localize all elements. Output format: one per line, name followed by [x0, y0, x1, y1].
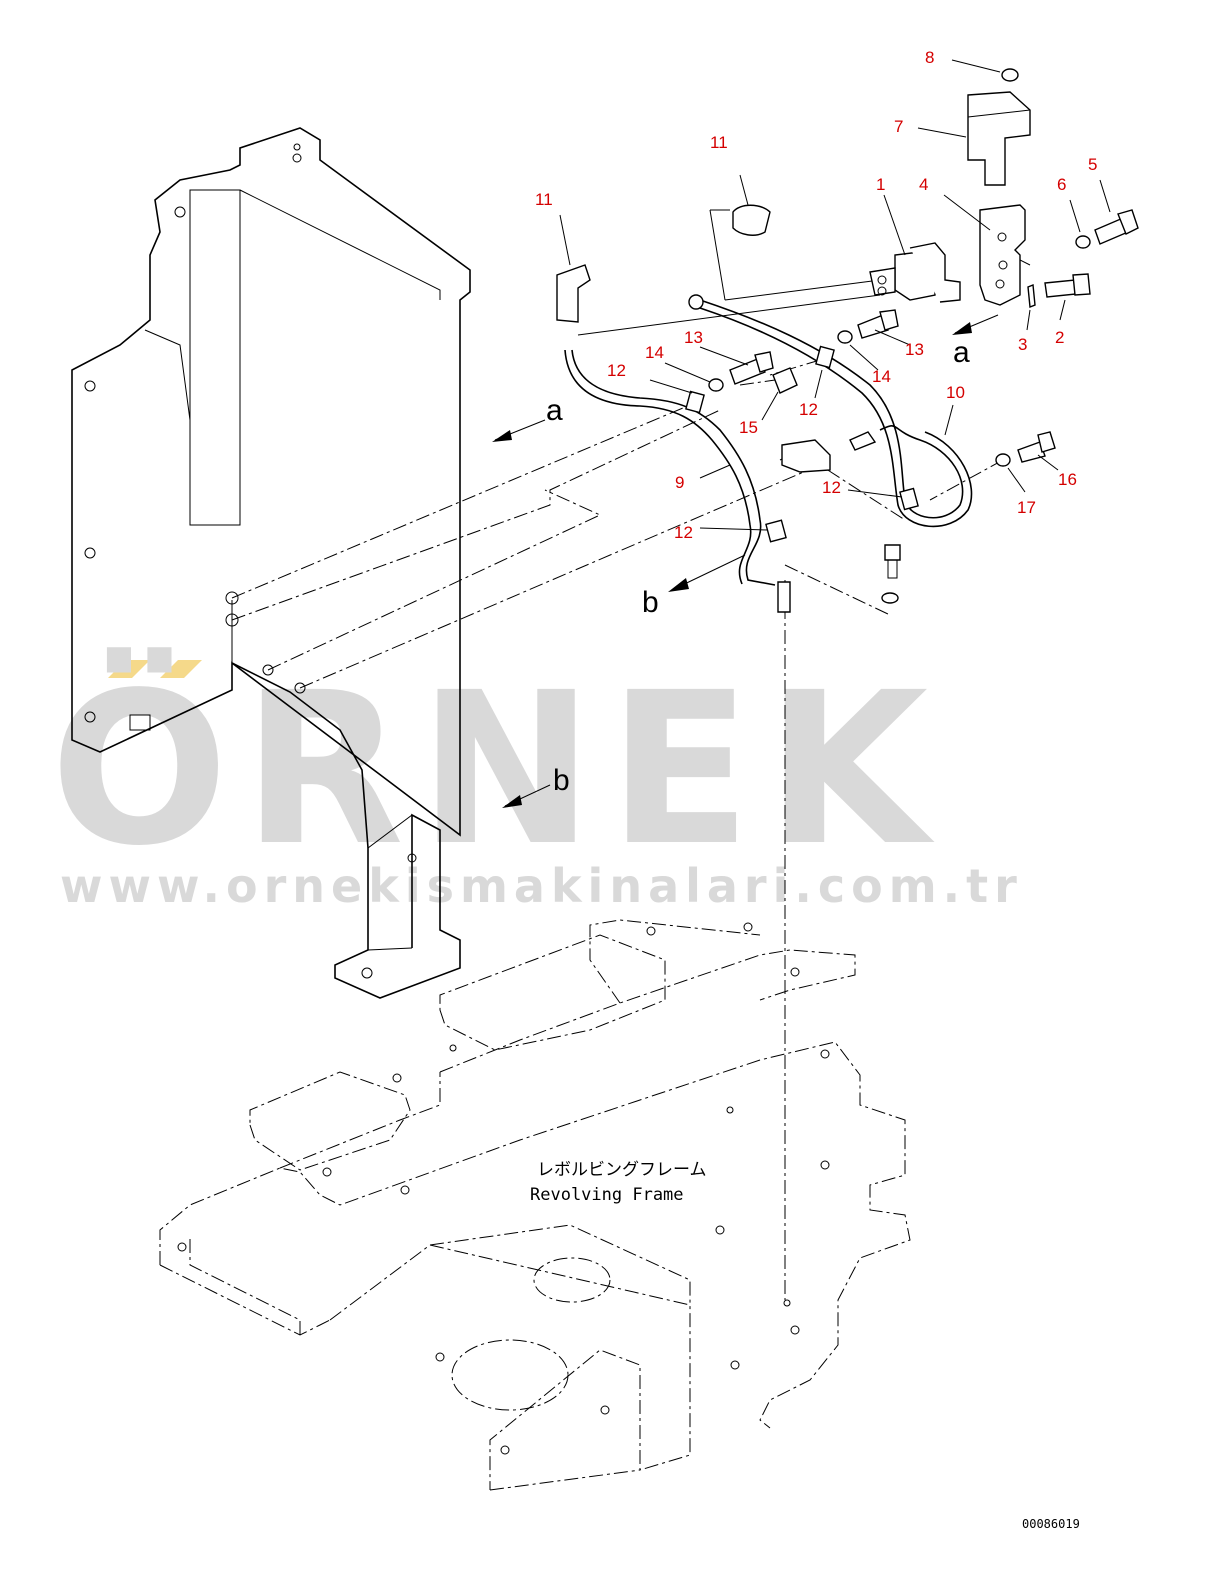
- callout-10: 10: [946, 383, 965, 402]
- callout-14-left: 14: [645, 343, 664, 362]
- callout-11-left: 11: [535, 190, 553, 209]
- callout-1: 1: [876, 175, 885, 194]
- frame-label-english: Revolving Frame: [530, 1185, 684, 1205]
- watermark: ÖRNEK www.ornekismakinalari.com.tr: [50, 646, 1023, 913]
- callout-3: 3: [1018, 335, 1027, 354]
- knob-8: [1001, 68, 1019, 82]
- bracket-4: [979, 204, 1026, 306]
- callout-4: 4: [919, 175, 928, 194]
- clamp-12-d: [765, 519, 787, 543]
- clamp-12-a: [685, 390, 705, 414]
- frame-label: レボルビングフレーム Revolving Frame: [530, 1160, 707, 1205]
- callout-14-right: 14: [872, 367, 891, 386]
- callout-numbers: 8 7 11 11 1 4 6 5 2 3 13 13 14 14 12 12 …: [535, 48, 1097, 542]
- callout-9: 9: [675, 473, 684, 492]
- cable-9: [571, 349, 776, 586]
- bolt-13-a: [729, 357, 766, 385]
- washer-6: [1075, 235, 1091, 249]
- callout-13-right: 13: [905, 340, 924, 359]
- watermark-brand: ÖRNEK: [50, 646, 942, 892]
- callout-12-a: 12: [607, 361, 626, 380]
- frame-label-japanese: レボルビングフレーム: [537, 1160, 707, 1180]
- callout-12-d: 12: [674, 523, 693, 542]
- washer-17: [995, 453, 1011, 467]
- relay-1: [869, 242, 961, 303]
- callout-8: 8: [925, 48, 934, 67]
- callout-12-b: 12: [799, 400, 818, 419]
- watermark-url: www.ornekismakinalari.com.tr: [60, 859, 1023, 913]
- clamp-12-c: [899, 487, 919, 511]
- callout-16: 16: [1058, 470, 1077, 489]
- washer-14-b: [837, 330, 853, 344]
- left-frame-panel: [71, 127, 471, 999]
- view-letters: a a b b: [546, 336, 970, 797]
- spacer-15: [772, 367, 798, 394]
- callout-2: 2: [1055, 328, 1064, 347]
- callout-11-top: 11: [710, 133, 728, 152]
- callout-15: 15: [739, 418, 758, 437]
- revolving-frame: [159, 919, 911, 1491]
- view-letter-b-left: b: [642, 586, 659, 619]
- callout-6: 6: [1057, 175, 1066, 194]
- view-letter-a-right: a: [953, 336, 970, 369]
- callout-7: 7: [894, 117, 903, 136]
- callout-5: 5: [1088, 155, 1097, 174]
- callout-12-c: 12: [822, 478, 841, 497]
- callout-leaders: [559, 59, 1111, 531]
- bolt-16: [1017, 441, 1046, 463]
- pin-3: [1027, 284, 1036, 308]
- drawing-number: 00086019: [1022, 1517, 1080, 1531]
- view-letter-a-left: a: [546, 394, 563, 427]
- clamp-12-b: [815, 345, 835, 369]
- view-letter-b-post: b: [553, 764, 570, 797]
- view-arrows: [492, 314, 999, 808]
- watermark-accent-left: [108, 660, 150, 678]
- cover-7: [967, 91, 1031, 186]
- watermark-accent-right: [160, 660, 202, 678]
- callout-13-left: 13: [684, 328, 703, 347]
- cap-11-a: [556, 264, 591, 323]
- washer-14-a: [708, 378, 724, 392]
- harness-assembly: [556, 68, 1139, 613]
- callout-17: 17: [1017, 498, 1036, 517]
- bolt-2: [1044, 279, 1077, 298]
- assembly-leaders: [231, 249, 1031, 1300]
- cap-11-b: [732, 204, 771, 236]
